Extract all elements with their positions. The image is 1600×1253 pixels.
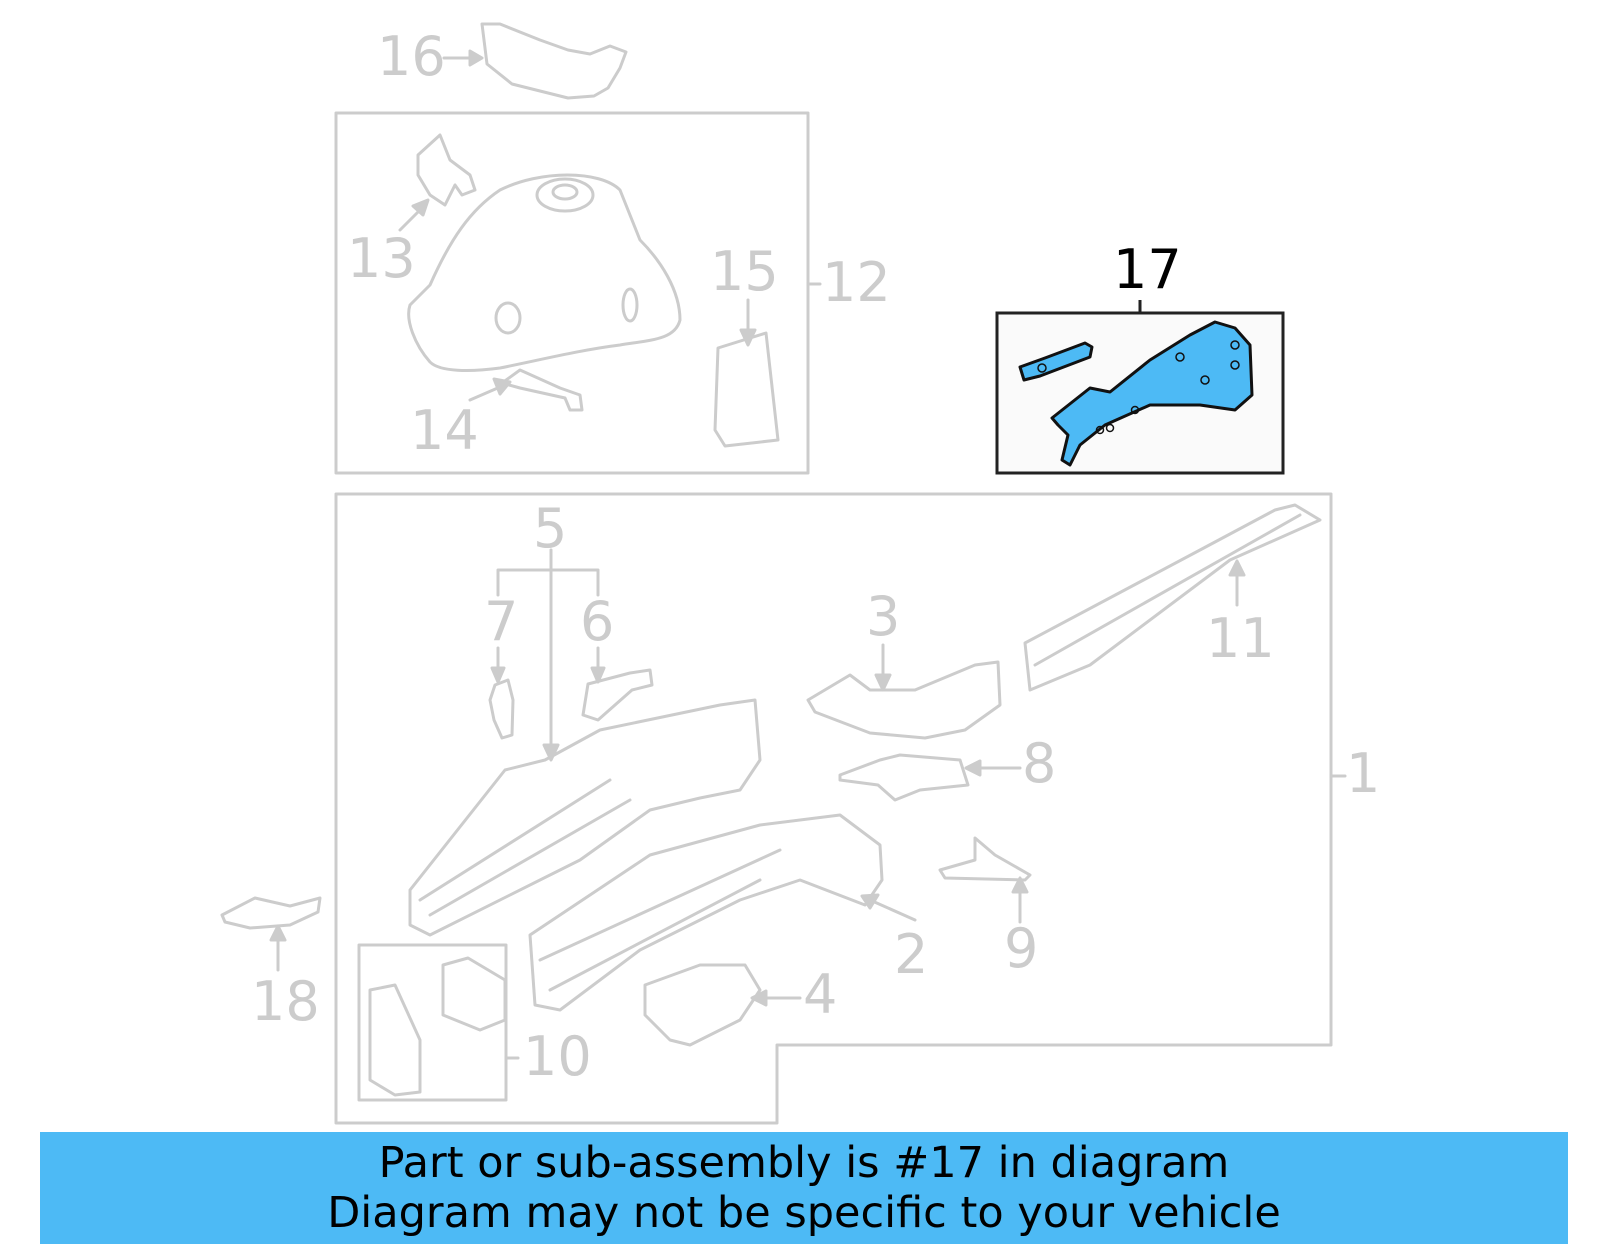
part-10b [441, 956, 507, 1032]
part-9 [938, 836, 1032, 882]
callout-1[interactable]: 1 [1346, 742, 1381, 805]
callout-4[interactable]: 4 [803, 963, 838, 1026]
part-7 [488, 678, 515, 740]
callout-12[interactable]: 12 [822, 251, 891, 314]
callout-7[interactable]: 7 [484, 590, 519, 653]
callout-10[interactable]: 10 [523, 1025, 592, 1088]
part-18 [220, 896, 322, 930]
part-12 [407, 173, 682, 372]
callout-3[interactable]: 3 [866, 585, 901, 648]
callout-11[interactable]: 11 [1206, 607, 1275, 670]
callout-14[interactable]: 14 [410, 399, 479, 462]
part-16 [480, 22, 628, 100]
part-11 [1023, 503, 1322, 692]
callout-13[interactable]: 13 [347, 227, 416, 290]
callout-8[interactable]: 8 [1022, 732, 1057, 795]
part-3 [806, 660, 1002, 740]
highlight-group-17 [995, 300, 1285, 475]
banner-part-text: Part or sub-assembly is #17 in diagram [378, 1138, 1230, 1188]
part-6 [581, 668, 654, 722]
group-box-10 [357, 943, 508, 1102]
callout-15[interactable]: 15 [710, 240, 779, 303]
callout-18[interactable]: 18 [251, 970, 320, 1033]
group-box-1 [334, 492, 1333, 1125]
part-14 [500, 368, 584, 412]
callout-16[interactable]: 16 [377, 25, 446, 88]
callout-6[interactable]: 6 [580, 590, 615, 653]
part-10a [368, 983, 422, 1097]
group-box-12 [334, 111, 810, 475]
part-13 [416, 133, 477, 207]
part-4 [643, 963, 762, 1047]
callout-2[interactable]: 2 [894, 923, 929, 986]
part-15 [713, 331, 780, 448]
part-2 [528, 813, 884, 1012]
info-banner: Part or sub-assembly is #17 in diagram D… [40, 1132, 1568, 1244]
banner-disclaimer-text: Diagram may not be specific to your vehi… [327, 1188, 1281, 1238]
callout-17[interactable]: 17 [1113, 238, 1182, 301]
callout-9[interactable]: 9 [1004, 917, 1039, 980]
part-8 [838, 753, 970, 802]
callout-5[interactable]: 5 [533, 497, 568, 560]
